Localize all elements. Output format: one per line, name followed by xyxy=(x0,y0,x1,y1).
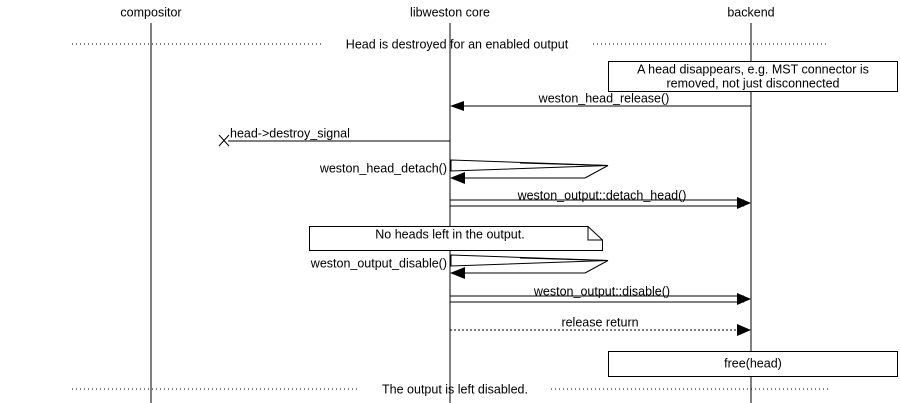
participant-label-libweston-core: libweston core xyxy=(410,5,490,19)
note-head-disappears-line-1: A head disappears, e.g. MST connector is xyxy=(637,62,869,76)
note-no-heads-left-text: No heads left in the output. xyxy=(375,227,524,241)
arrowhead-weston-head-detach xyxy=(450,172,465,184)
message-label-weston-output-disable: weston_output::disable() xyxy=(533,284,670,298)
divider-label-bottom: The output is left disabled. xyxy=(382,382,528,396)
self-call-wedge-tail-weston-head-detach xyxy=(584,165,609,179)
message-label-weston-head-detach: weston_head_detach() xyxy=(319,161,447,175)
note-free-head-text: free(head) xyxy=(724,356,782,370)
divider-label-top: Head is destroyed for an enabled output xyxy=(346,37,569,51)
self-call-wedge-crease-weston-output-disable xyxy=(519,257,609,261)
arrowhead-weston-head-release xyxy=(450,101,464,111)
message-label-release-return: release return xyxy=(561,315,638,329)
note-head-disappears-box xyxy=(608,61,898,92)
self-call-wedge-tail-weston-output-disable xyxy=(584,260,609,274)
message-label-weston-output-disable-call: weston_output_disable() xyxy=(310,256,447,270)
self-call-wedge-crease-weston-head-detach xyxy=(519,162,609,166)
participant-label-backend: backend xyxy=(727,5,774,19)
message-label-weston-output-detach-head: weston_output::detach_head() xyxy=(517,188,687,202)
arrowhead-weston-output-disable-call xyxy=(450,267,465,279)
note-free-head-box xyxy=(608,351,898,377)
arrowhead-weston-output-disable xyxy=(737,293,751,305)
participant-label-compositor: compositor xyxy=(120,5,181,19)
lost-message-x-icon-part-2 xyxy=(218,134,230,147)
message-label-head-destroy-signal: head->destroy_signal xyxy=(230,126,350,140)
note-no-heads-left-box xyxy=(309,226,603,251)
note-head-disappears-line-2: removed, not just disconnected xyxy=(666,76,839,90)
arrowhead-weston-output-detach-head xyxy=(737,197,751,209)
note-no-heads-left-fold xyxy=(587,226,603,241)
arrowhead-release-return xyxy=(737,324,751,336)
self-call-wedge-weston-head-detach xyxy=(450,159,609,172)
self-call-wedge-weston-output-disable xyxy=(450,254,609,267)
message-label-weston-head-release: weston_head_release() xyxy=(538,91,670,105)
